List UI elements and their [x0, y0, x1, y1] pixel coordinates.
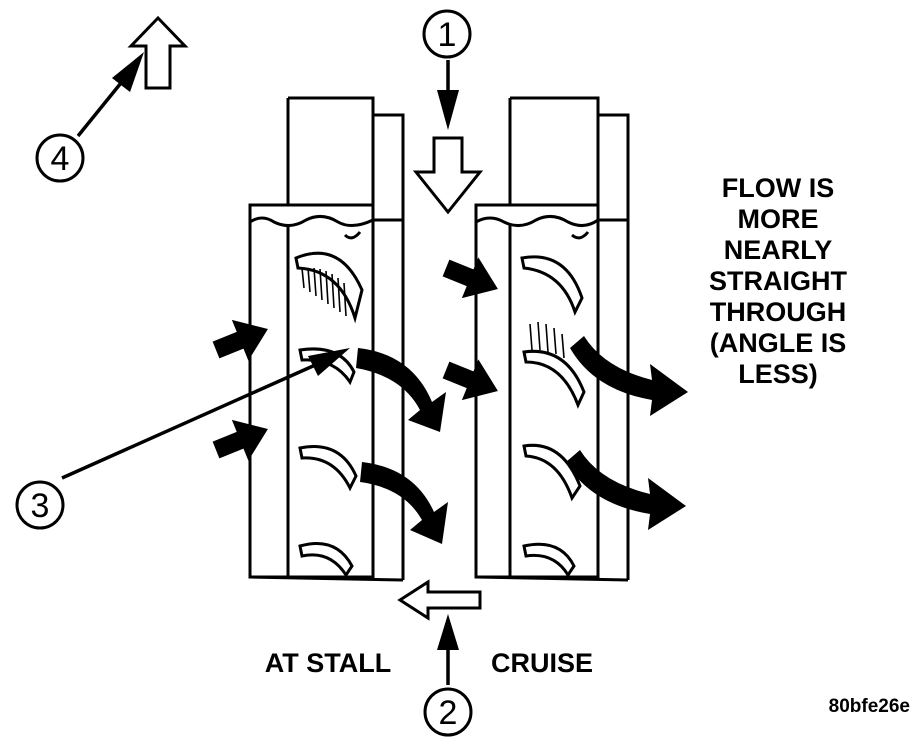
outflow-arrows-stall — [356, 348, 448, 544]
svg-text:LESS): LESS) — [738, 359, 818, 389]
svg-text:1: 1 — [438, 16, 457, 54]
svg-text:THROUGH: THROUGH — [710, 297, 847, 327]
flow-note: FLOW IS MORE NEARLY STRAIGHT THROUGH (AN… — [709, 173, 848, 389]
svg-text:3: 3 — [31, 487, 50, 525]
svg-text:NEARLY: NEARLY — [724, 235, 833, 265]
svg-text:(ANGLE IS: (ANGLE IS — [710, 328, 847, 358]
svg-text:MORE: MORE — [738, 204, 819, 234]
callout-1: 1 — [422, 9, 472, 59]
svg-text:FLOW IS: FLOW IS — [722, 173, 834, 203]
figure-code: 80bfe26e — [829, 696, 910, 717]
cruise-label: CRUISE — [491, 648, 593, 678]
svg-text:2: 2 — [439, 694, 458, 732]
hollow-arrow-left — [397, 579, 482, 621]
stall-column — [248, 96, 405, 582]
at-stall-label: AT STALL — [265, 648, 391, 678]
hollow-arrow-down — [412, 136, 484, 215]
callout-4: 4 — [35, 133, 85, 183]
svg-text:4: 4 — [51, 140, 70, 178]
callout-2: 2 — [423, 687, 473, 737]
cruise-column — [474, 96, 630, 582]
callout-3: 3 — [15, 480, 65, 530]
callout-leaders — [61, 52, 459, 685]
hollow-arrow-up — [127, 15, 189, 90]
outflow-arrows-cruise — [566, 336, 688, 530]
svg-text:STRAIGHT: STRAIGHT — [709, 266, 848, 296]
